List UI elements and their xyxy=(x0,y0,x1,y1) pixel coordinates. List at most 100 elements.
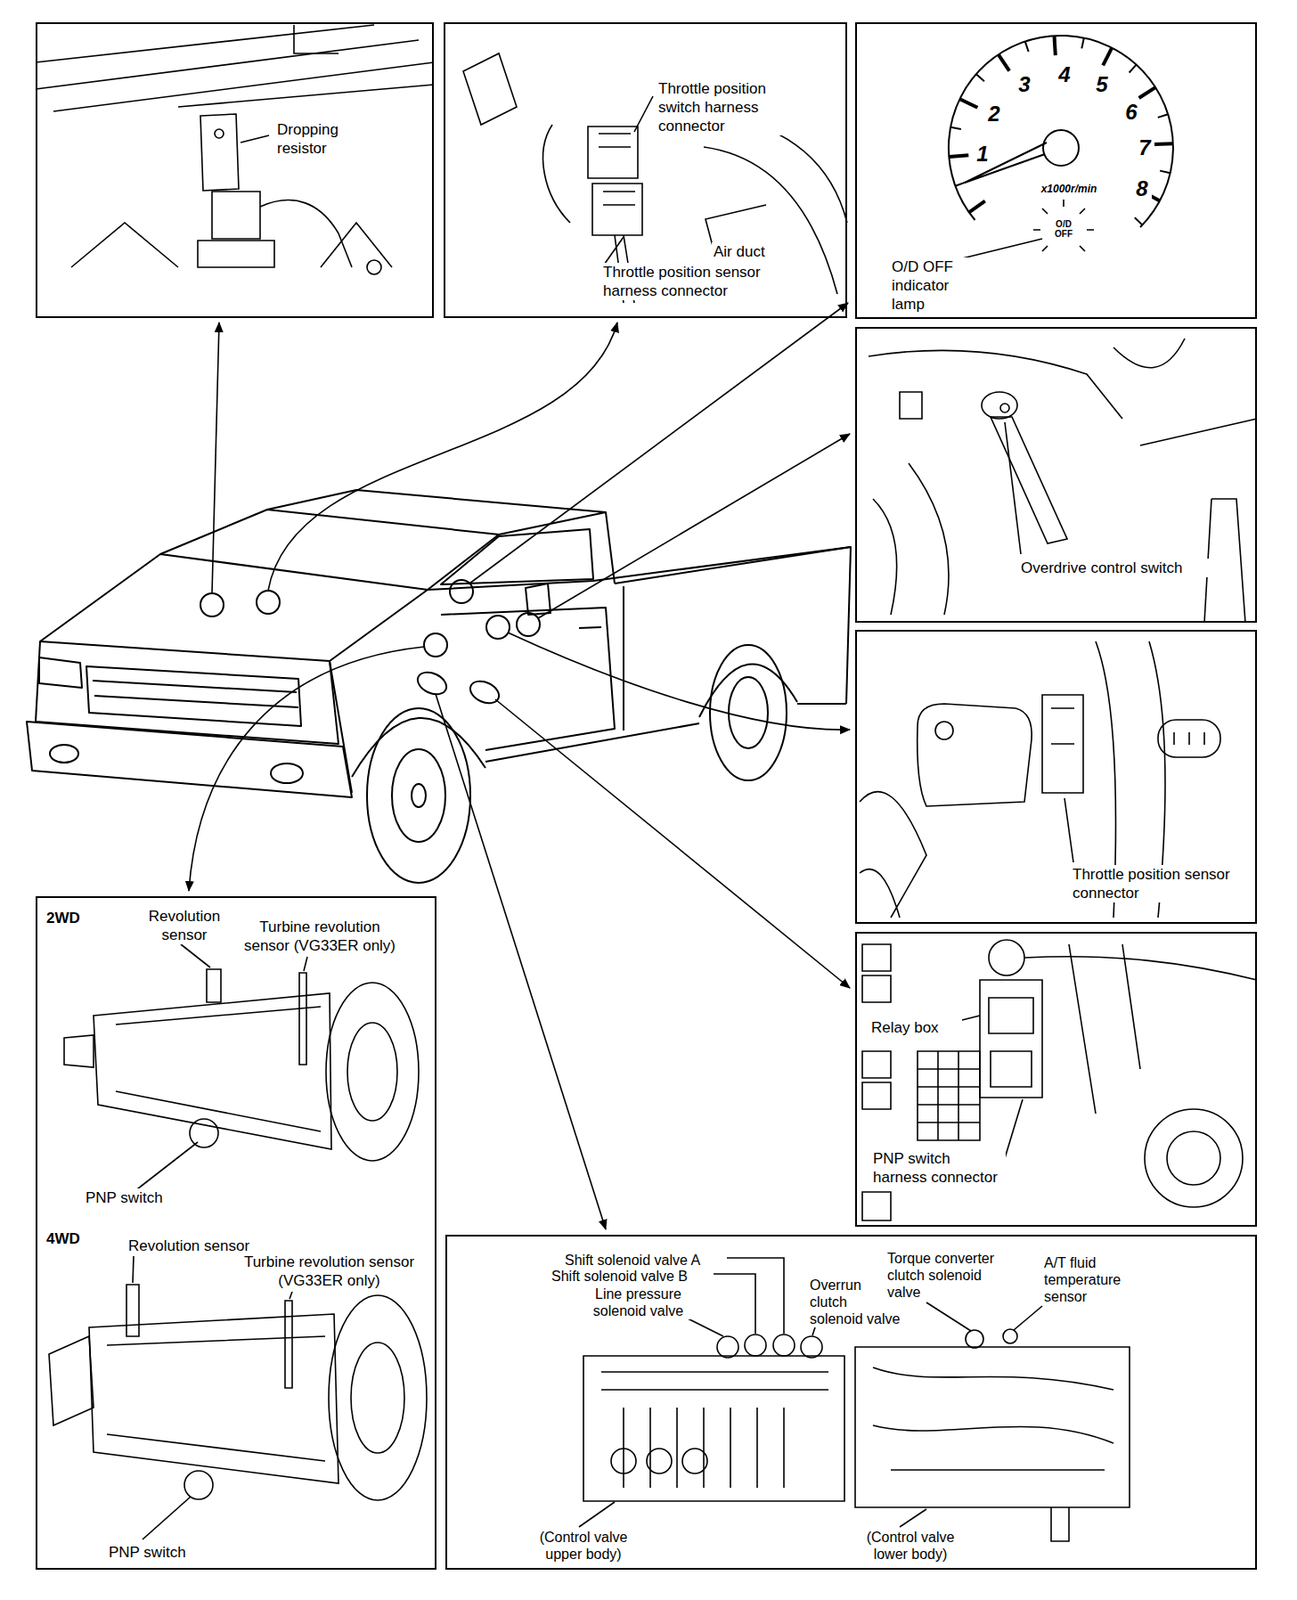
pickup-truck xyxy=(391,749,446,842)
gauge-tick xyxy=(1081,38,1085,49)
control-valve-illustration xyxy=(812,1327,816,1336)
control-valve-illustration xyxy=(583,1355,845,1501)
callout-panel: Overdrive control switch xyxy=(855,326,1257,623)
gauge-tick xyxy=(1158,114,1168,118)
pickup-truck xyxy=(728,677,768,749)
resistor-illustration xyxy=(200,114,239,191)
control-valve-illustration xyxy=(611,1448,637,1474)
transmission-illustration xyxy=(184,1470,213,1500)
pickup-truck xyxy=(440,529,594,585)
pickup-truck xyxy=(485,703,847,762)
location-arrow xyxy=(188,646,425,891)
callout-panel: Shift solenoid valve AShift solenoid val… xyxy=(445,1234,1257,1570)
gauge-tick xyxy=(1159,171,1171,174)
part-label: PNP switch xyxy=(106,1542,218,1562)
part-label: Overdrive control switch xyxy=(1019,558,1237,578)
throttle-switch-illustration xyxy=(598,133,636,205)
resistor-illustration xyxy=(212,191,261,239)
location-arrow xyxy=(268,322,618,591)
gauge-number: 3 xyxy=(1014,73,1035,96)
gauge-tick xyxy=(1129,65,1137,74)
resistor-illustration xyxy=(197,240,275,268)
location-arrow xyxy=(507,632,850,730)
control-valve-illustration xyxy=(687,1318,724,1337)
pickup-truck xyxy=(424,633,448,657)
relay-box-illustration xyxy=(862,944,891,1003)
gauge-number: 5 xyxy=(1092,73,1112,96)
overdrive-switch-illustration xyxy=(990,416,1068,544)
transmission-illustration xyxy=(206,969,221,1003)
control-valve-illustration xyxy=(1051,1507,1069,1542)
pickup-truck xyxy=(270,763,303,784)
transmission-illustration xyxy=(48,944,427,1540)
throttle-sensor-illustration xyxy=(859,791,927,918)
overdrive-switch-illustration xyxy=(868,350,1123,419)
transmission-illustration xyxy=(64,1035,94,1068)
throttle-sensor-illustration xyxy=(917,703,1032,807)
relay-box-illustration xyxy=(1068,944,1141,1114)
pickup-truck xyxy=(709,644,787,781)
gauge-tick xyxy=(1139,87,1157,98)
control-valve-illustration xyxy=(703,1257,784,1334)
control-valve-illustration xyxy=(926,1302,971,1331)
transmission-illustration xyxy=(126,1284,139,1337)
throttle-switch-illustration xyxy=(705,204,767,246)
gauge-tick xyxy=(950,127,962,130)
control-valve-illustration xyxy=(800,1336,823,1358)
part-label: PNP switch harness connector xyxy=(871,1149,1006,1187)
relay-box-illustration xyxy=(1166,1131,1221,1185)
part-label: O/D OFF indicator lamp xyxy=(889,257,983,314)
tachometer-illustration xyxy=(964,142,1047,183)
part-label: Throttle position sensor connector xyxy=(1070,864,1235,903)
gauge-marking: O/D OFF xyxy=(1049,220,1078,239)
transmission-illustration xyxy=(189,1118,219,1148)
pickup-truck xyxy=(26,489,851,883)
pickup-truck xyxy=(367,708,471,883)
resistor-illustration xyxy=(35,24,434,112)
gauge-number: 2 xyxy=(984,102,1004,125)
callout-panel: 2WDRevolution sensorTurbine revolution s… xyxy=(35,896,437,1570)
callout-panel: Throttle position switch harness connect… xyxy=(443,22,848,319)
pickup-truck xyxy=(414,668,450,699)
gauge-tick xyxy=(1054,35,1056,56)
pickup-truck xyxy=(39,657,82,688)
throttle-switch-illustration xyxy=(634,96,653,132)
part-label: A/T fluid temperature sensor xyxy=(1042,1254,1146,1306)
resistor-illustration xyxy=(240,135,270,143)
control-valve-illustration xyxy=(855,1346,1130,1508)
transmission-illustration xyxy=(89,1313,339,1484)
transmission-illustration xyxy=(180,944,211,968)
pickup-truck xyxy=(329,660,352,793)
pickup-truck xyxy=(622,586,625,731)
gauge-tick xyxy=(976,73,985,82)
control-valve-illustration xyxy=(872,1367,1114,1470)
control-valve-illustration xyxy=(601,1371,829,1488)
resistor-illustration xyxy=(293,24,339,54)
relay-box-illustration xyxy=(862,1051,891,1110)
transmission-illustration xyxy=(328,1295,427,1501)
gauge-tick xyxy=(1102,48,1112,66)
gauge-marking: x1000r/min xyxy=(1028,183,1110,196)
transmission-illustration xyxy=(350,1342,405,1453)
pickup-truck xyxy=(614,546,851,704)
throttle-switch-illustration xyxy=(463,53,848,303)
part-label: PNP switch xyxy=(83,1188,195,1208)
transmission-illustration xyxy=(285,1300,293,1388)
part-label: Relay box xyxy=(869,1018,963,1037)
part-label: 2WD xyxy=(44,908,102,928)
overdrive-switch-illustration xyxy=(1004,422,1021,555)
pickup-truck xyxy=(267,489,606,535)
overdrive-switch-illustration xyxy=(872,463,949,615)
part-label: (Control valve lower body) xyxy=(850,1528,971,1563)
transmission-illustration xyxy=(93,993,332,1150)
control-valve-illustration xyxy=(773,1334,795,1356)
pickup-truck xyxy=(200,593,224,617)
location-arrow xyxy=(495,699,850,988)
resistor-illustration xyxy=(71,222,392,268)
gauge-tick xyxy=(1025,41,1029,52)
throttle-switch-illustration xyxy=(463,53,517,125)
throttle-sensor-illustration xyxy=(935,721,954,740)
transmission-illustration xyxy=(132,1256,134,1283)
pickup-truck xyxy=(411,783,426,808)
